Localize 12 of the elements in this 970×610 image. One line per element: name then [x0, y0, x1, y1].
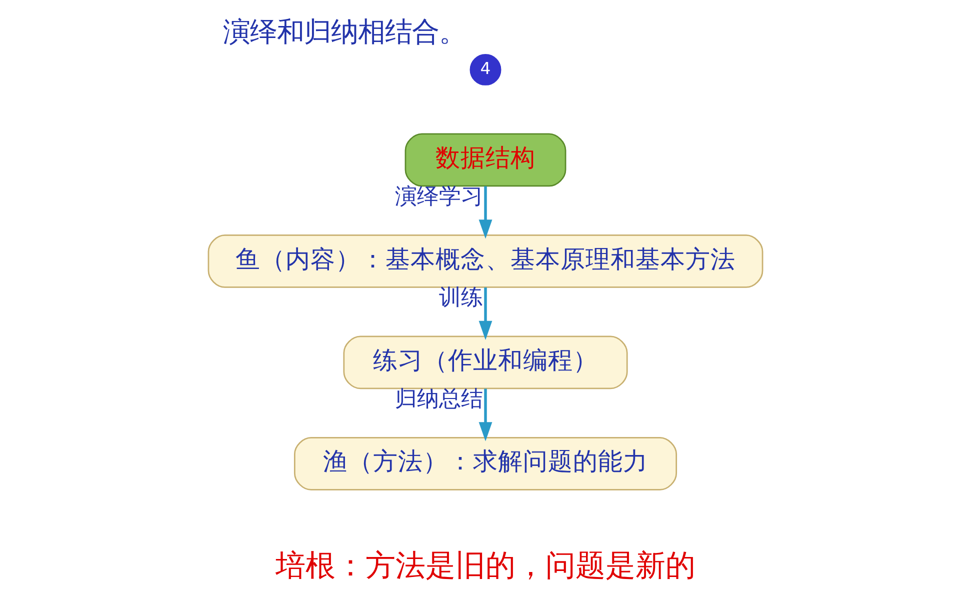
arrow [478, 186, 492, 239]
edge-label: 归纳总结 [394, 386, 483, 412]
label: 培根：方法是旧的，问题是新的 [275, 548, 695, 584]
edge-label: 演绎学习 [394, 184, 483, 210]
diagram-title: 演绎和归纳相结合。 [222, 16, 466, 48]
arrow [478, 388, 492, 442]
node-box: 练习（作业和编程） [342, 336, 628, 390]
arrow [478, 287, 492, 340]
node-box: 鱼（内容）：基本概念、基本原理和基本方法 [207, 234, 763, 288]
node-box: 渔（方法）：求解问题的能力 [293, 437, 677, 490]
label: 4 [480, 58, 490, 78]
edge-label: 训练 [438, 286, 482, 311]
